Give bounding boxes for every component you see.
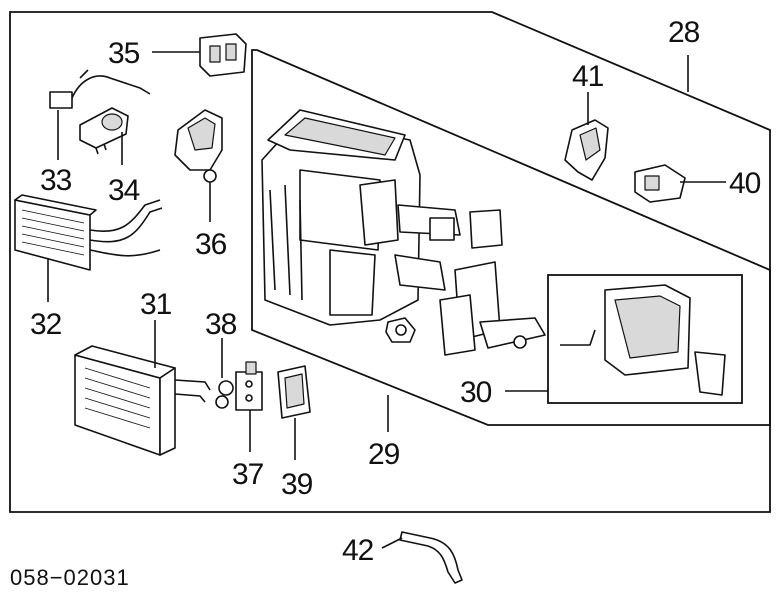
part-42-hose bbox=[399, 531, 463, 584]
part-33-sensor bbox=[49, 69, 151, 109]
part-39-seal bbox=[277, 365, 311, 419]
drawing-code: 058−02031 bbox=[10, 565, 130, 590]
subassembly-box bbox=[547, 274, 743, 404]
callout-38: 38 bbox=[205, 308, 237, 341]
callout-39: 39 bbox=[281, 468, 313, 501]
callout-34: 34 bbox=[108, 174, 140, 207]
callout-37: 37 bbox=[232, 458, 264, 491]
callout-29: 29 bbox=[368, 438, 400, 471]
heater-housing bbox=[261, 109, 546, 356]
callout-40: 40 bbox=[729, 167, 761, 200]
callout-41: 41 bbox=[572, 60, 604, 93]
part-37-expansion-valve bbox=[235, 361, 263, 411]
callout-31: 31 bbox=[140, 288, 172, 321]
callout-36: 36 bbox=[195, 228, 227, 261]
part-31-evaporator bbox=[74, 345, 211, 456]
part-35-actuator bbox=[199, 33, 247, 77]
callout-42: 42 bbox=[342, 534, 374, 567]
callout-30: 30 bbox=[460, 376, 492, 409]
part-38-orings bbox=[215, 380, 234, 409]
leader-42 bbox=[381, 537, 403, 549]
heater-unit-frame bbox=[251, 49, 771, 426]
callout-32: 32 bbox=[30, 308, 62, 341]
part-32-heater-core bbox=[14, 194, 163, 271]
part-30-subassembly bbox=[560, 284, 726, 396]
part-36-mode-motor bbox=[174, 109, 223, 183]
part-34-motor bbox=[79, 107, 129, 155]
callout-33: 33 bbox=[40, 164, 72, 197]
part-40-sensor bbox=[634, 164, 686, 203]
part-41-actuator bbox=[564, 119, 609, 181]
callout-28: 28 bbox=[668, 16, 700, 49]
callout-35: 35 bbox=[108, 37, 140, 70]
